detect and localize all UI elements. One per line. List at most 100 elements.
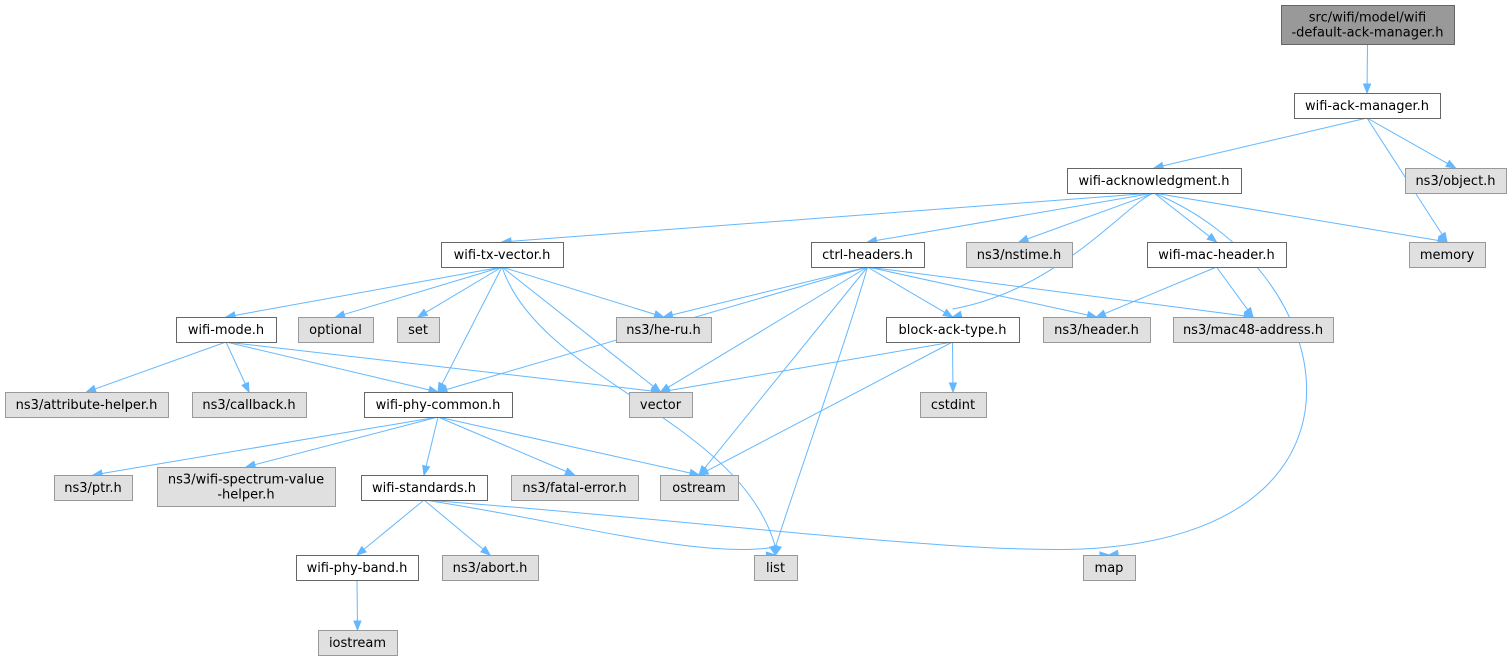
node-label: wifi-phy-common.h xyxy=(376,398,501,413)
node-object: ns3/object.h xyxy=(1405,168,1507,194)
node-specval: ns3/wifi-spectrum-value-helper.h xyxy=(157,467,336,507)
node-box xyxy=(298,317,374,343)
node-label: wifi-phy-band.h xyxy=(307,561,408,576)
node-label: wifi-mac-header.h xyxy=(1158,248,1275,263)
node-box xyxy=(176,317,277,343)
node-abort: ns3/abort.h xyxy=(442,555,539,581)
edge-line xyxy=(441,266,503,386)
node-box xyxy=(157,467,336,507)
node-box xyxy=(616,317,712,343)
edge-line xyxy=(501,266,657,316)
edge-phycommon-to-fatal xyxy=(437,416,576,476)
edge-arrowhead xyxy=(773,544,783,557)
node-callback: ns3/callback.h xyxy=(192,392,307,418)
node-box xyxy=(5,392,169,418)
edge-line xyxy=(1108,192,1308,548)
node-box xyxy=(1043,317,1151,343)
node-box xyxy=(54,475,133,501)
node-nstime: ns3/nstime.h xyxy=(966,242,1073,268)
edge-arrowhead xyxy=(85,384,97,393)
node-box xyxy=(1067,168,1242,194)
edge-ackmgr-to-object xyxy=(1366,117,1457,169)
edge-ackn-to-nstime xyxy=(1017,192,1155,243)
edge-bat-to-vector xyxy=(659,341,953,395)
edge-txvec-to-wmode xyxy=(224,266,503,320)
node-label: -default-ack-manager.h xyxy=(1291,26,1443,41)
edge-phycommon-to-wstd xyxy=(422,416,439,477)
edge-phycommon-to-specval xyxy=(244,416,439,469)
node-label: ns3/fatal-error.h xyxy=(522,481,626,496)
node-label: ns3/nstime.h xyxy=(977,248,1061,263)
node-box xyxy=(811,242,925,268)
edge-line xyxy=(668,341,953,392)
node-txvec[interactable]: wifi-tx-vector.h xyxy=(441,242,564,268)
edge-arrowhead xyxy=(1362,83,1372,95)
node-box xyxy=(296,555,419,581)
edge-bat-to-cstdint xyxy=(948,341,958,394)
edge-wstd-to-list xyxy=(423,499,777,560)
node-label: ns3/object.h xyxy=(1415,174,1495,189)
edge-arrowhead xyxy=(653,310,665,319)
edge-line xyxy=(667,266,868,389)
edge-ackn-to-machdr xyxy=(1153,192,1218,243)
node-label: set xyxy=(408,323,428,338)
edge-line xyxy=(671,266,868,316)
node-label: ns3/wifi-spectrum-value xyxy=(168,473,324,488)
edge-wmode-to-attrh xyxy=(85,341,227,393)
node-root: src/wifi/model/wifi-default-ack-manager.… xyxy=(1281,5,1455,45)
node-box xyxy=(1294,93,1441,119)
node-attrh: ns3/attribute-helper.h xyxy=(5,392,169,418)
edge-line xyxy=(703,266,868,470)
edge-arrowhead xyxy=(1206,232,1218,243)
edge-wmode-to-callback xyxy=(225,341,250,394)
edge-wstd-to-map xyxy=(423,499,1111,560)
edge-machdr-to-mac48 xyxy=(1216,266,1254,319)
node-cstdint: cstdint xyxy=(920,392,987,418)
node-machdr[interactable]: wifi-mac-header.h xyxy=(1147,242,1287,268)
edge-line xyxy=(705,341,953,472)
node-bat[interactable]: block-ack-type.h xyxy=(886,317,1020,343)
edge-line xyxy=(423,499,485,551)
edge-line xyxy=(1366,117,1444,236)
node-map: map xyxy=(1083,555,1136,581)
edge-line xyxy=(225,341,247,385)
edge-line xyxy=(423,499,1110,551)
node-box xyxy=(364,392,513,418)
node-list: list xyxy=(754,555,798,581)
edge-arrowhead xyxy=(422,464,431,477)
node-box xyxy=(660,475,739,501)
edge-wstd-to-phyband xyxy=(355,499,425,556)
node-box xyxy=(1281,5,1455,45)
node-label: map xyxy=(1095,561,1124,576)
node-ackmgr[interactable]: wifi-ack-manager.h xyxy=(1294,93,1441,119)
edge-line xyxy=(1153,192,1211,238)
node-header: ns3/header.h xyxy=(1043,317,1151,343)
node-label: wifi-mode.h xyxy=(188,323,264,338)
node-phyband[interactable]: wifi-phy-band.h xyxy=(296,555,419,581)
node-optional: optional xyxy=(298,317,374,343)
edge-ctrl-to-bat xyxy=(867,266,954,318)
node-mac48: ns3/mac48-address.h xyxy=(1173,317,1334,343)
edge-arrowhead xyxy=(948,382,958,394)
edge-line xyxy=(362,499,425,551)
node-label: memory xyxy=(1420,248,1475,263)
node-ctrl[interactable]: ctrl-headers.h xyxy=(811,242,925,268)
node-label: ns3/header.h xyxy=(1054,323,1139,338)
node-box xyxy=(1409,242,1486,268)
edge-line xyxy=(867,266,946,314)
node-box xyxy=(1173,317,1334,343)
node-label: ns3/he-ru.h xyxy=(626,323,701,338)
node-ackn[interactable]: wifi-acknowledgment.h xyxy=(1067,168,1242,194)
edge-line xyxy=(1366,117,1449,165)
edge-ackmgr-to-ackn xyxy=(1152,117,1368,170)
edge-line xyxy=(100,416,439,475)
node-wmode[interactable]: wifi-mode.h xyxy=(176,317,277,343)
node-phycommon[interactable]: wifi-phy-common.h xyxy=(364,392,513,418)
edge-line xyxy=(437,416,692,474)
node-wstd[interactable]: wifi-standards.h xyxy=(361,475,488,501)
edge-line xyxy=(867,266,1246,317)
edge-arrowhead xyxy=(241,381,250,394)
node-ostream: ostream xyxy=(660,475,739,501)
node-label: ns3/callback.h xyxy=(202,398,295,413)
